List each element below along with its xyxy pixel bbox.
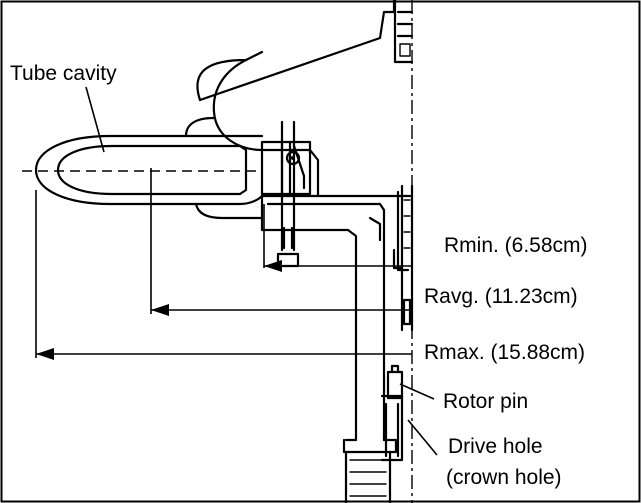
rotor-pin-label: Rotor pin xyxy=(443,390,528,413)
rotor-body xyxy=(196,0,414,503)
ravg-label: Ravg. (11.23cm) xyxy=(424,285,578,308)
tube-cavity-leader xyxy=(85,86,105,153)
crown-hole-label: (crown hole) xyxy=(446,466,562,489)
rmin-dimension xyxy=(264,260,412,272)
rotor-pin-leader xyxy=(399,383,435,400)
rmax-label: Rmax. (15.88cm) xyxy=(424,341,585,364)
extension-lines xyxy=(35,168,265,358)
tube-cavity-label: Tube cavity xyxy=(10,62,117,85)
rmin-label: Rmin. (6.58cm) xyxy=(444,234,588,257)
rmax-dimension xyxy=(36,348,412,360)
drive-hole-label: Drive hole xyxy=(448,435,543,458)
ravg-dimension xyxy=(151,304,412,316)
drive-hole-leader xyxy=(407,419,438,456)
tube-cavity-shape xyxy=(22,116,264,220)
